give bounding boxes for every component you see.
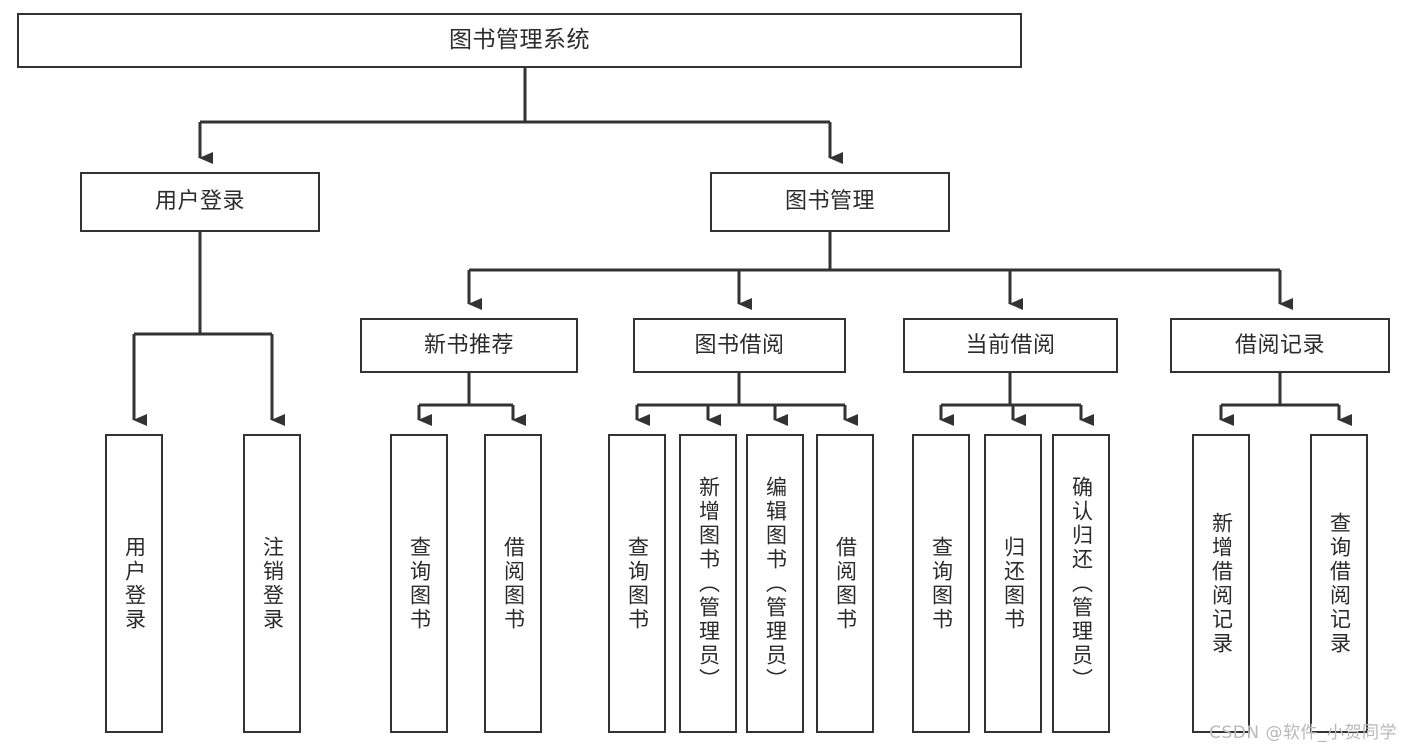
node-book-borrow[interactable]: 图书借阅: [633, 318, 846, 373]
node-leaf-user-login[interactable]: 用户登录: [105, 434, 163, 733]
node-book-borrow-label: 图书借阅: [694, 332, 785, 358]
node-book-management[interactable]: 图书管理: [710, 172, 950, 232]
node-borrow-record-label: 借阅记录: [1234, 332, 1325, 358]
node-leaf-query-borrow-record-label: 查询借阅记录: [1327, 511, 1352, 656]
node-book-management-label: 图书管理: [784, 189, 875, 215]
node-leaf-borrow-book-recommend-label: 借阅图书: [501, 535, 526, 632]
node-leaf-return-book[interactable]: 归还图书: [984, 434, 1042, 733]
node-leaf-borrow-book-recommend[interactable]: 借阅图书: [484, 434, 542, 733]
node-leaf-edit-book-label: 编辑图书（管理员）: [763, 475, 788, 692]
node-leaf-borrow-book-label: 借阅图书: [833, 535, 858, 632]
node-leaf-query-book-current-label: 查询图书: [929, 535, 954, 632]
node-leaf-confirm-return-label: 确认归还（管理员）: [1069, 475, 1094, 692]
node-leaf-query-borrow-record[interactable]: 查询借阅记录: [1310, 434, 1368, 733]
node-current-borrow[interactable]: 当前借阅: [903, 318, 1118, 373]
node-user-login[interactable]: 用户登录: [80, 172, 320, 232]
node-leaf-query-book-borrow-label: 查询图书: [625, 535, 650, 632]
csdn-watermark: CSDN @软件_小贺同学: [1209, 723, 1397, 743]
node-leaf-query-book-recommend-label: 查询图书: [407, 535, 432, 632]
node-leaf-logout-label: 注销登录: [260, 535, 285, 632]
node-leaf-add-borrow-record-label: 新增借阅记录: [1209, 511, 1234, 656]
node-leaf-query-book-borrow[interactable]: 查询图书: [608, 434, 666, 733]
node-current-borrow-label: 当前借阅: [965, 332, 1056, 358]
node-new-book-recommend[interactable]: 新书推荐: [360, 318, 578, 373]
node-leaf-return-book-label: 归还图书: [1001, 535, 1026, 632]
node-leaf-add-book[interactable]: 新增图书（管理员）: [679, 434, 737, 733]
node-borrow-record[interactable]: 借阅记录: [1170, 318, 1390, 373]
node-leaf-edit-book[interactable]: 编辑图书（管理员）: [746, 434, 804, 733]
node-leaf-borrow-book[interactable]: 借阅图书: [816, 434, 874, 733]
node-new-book-recommend-label: 新书推荐: [423, 332, 514, 358]
node-root-book-management-system[interactable]: 图书管理系统: [17, 13, 1022, 68]
node-leaf-add-borrow-record[interactable]: 新增借阅记录: [1192, 434, 1250, 733]
node-leaf-add-book-label: 新增图书（管理员）: [696, 475, 721, 692]
node-leaf-query-book-recommend[interactable]: 查询图书: [390, 434, 448, 733]
node-leaf-query-book-current[interactable]: 查询图书: [912, 434, 970, 733]
node-user-login-label: 用户登录: [154, 189, 245, 215]
node-leaf-logout[interactable]: 注销登录: [243, 434, 301, 733]
node-leaf-user-login-label: 用户登录: [122, 535, 147, 632]
node-leaf-confirm-return[interactable]: 确认归还（管理员）: [1052, 434, 1110, 733]
node-root-label: 图书管理系统: [449, 26, 590, 53]
